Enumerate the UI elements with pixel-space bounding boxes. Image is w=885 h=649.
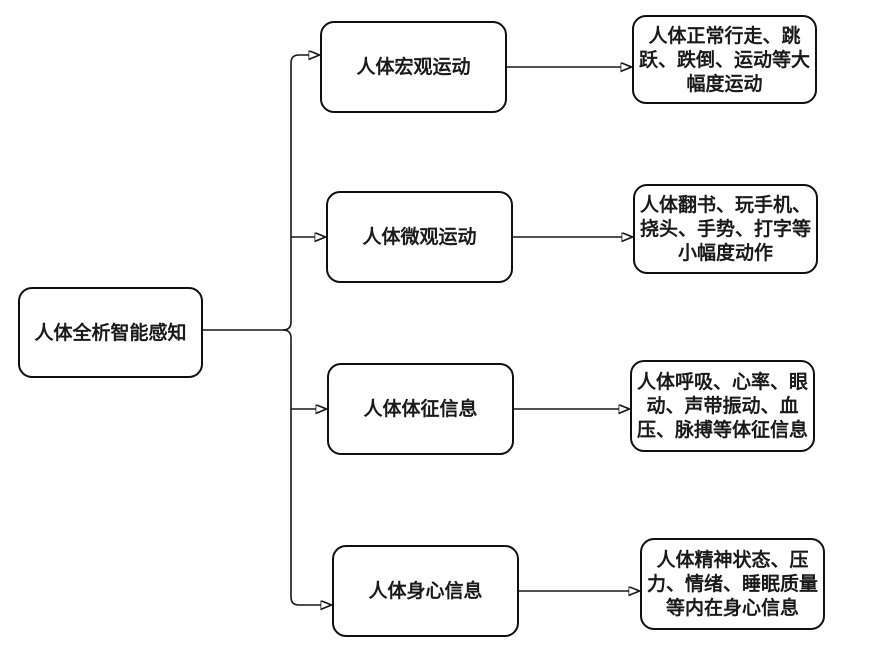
detail-node-vital-signs: 人体呼吸、心率、眼动、声带振动、血压、脉搏等体征信息 [630, 360, 815, 452]
category-node-label: 人体体征信息 [363, 398, 478, 420]
category-node-vital-signs: 人体体征信息 [327, 363, 514, 455]
category-node-label: 人体宏观运动 [356, 56, 471, 78]
connector-branch-1 [282, 55, 309, 331]
category-node-mind-body: 人体身心信息 [332, 545, 519, 637]
detail-node-label: 人体正常行走、跳跃、跌倒、运动等大幅度运动 [639, 24, 811, 95]
category-node-label: 人体身心信息 [368, 580, 483, 602]
root-node: 人体全析智能感知 [18, 287, 203, 378]
detail-node-micro-motion: 人体翻书、玩手机、挠头、手势、打字等小幅度动作 [633, 184, 818, 274]
detail-node-macro-motion: 人体正常行走、跳跃、跌倒、运动等大幅度运动 [632, 15, 817, 104]
detail-node-label: 人体精神状态、压力、情绪、睡眠质量等内在身心信息 [647, 549, 819, 619]
detail-node-mind-body: 人体精神状态、压力、情绪、睡眠质量等内在身心信息 [640, 538, 825, 630]
category-node-micro-motion: 人体微观运动 [326, 191, 513, 283]
detail-node-label: 人体呼吸、心率、眼动、声带振动、血压、脉搏等体征信息 [637, 371, 809, 441]
category-node-label: 人体微观运动 [362, 226, 477, 248]
connector-branch-4 [282, 329, 321, 605]
category-node-macro-motion: 人体宏观运动 [320, 21, 507, 113]
detail-node-label: 人体翻书、玩手机、挠头、手势、打字等小幅度动作 [640, 194, 812, 264]
root-node-label: 人体全析智能感知 [34, 321, 187, 344]
